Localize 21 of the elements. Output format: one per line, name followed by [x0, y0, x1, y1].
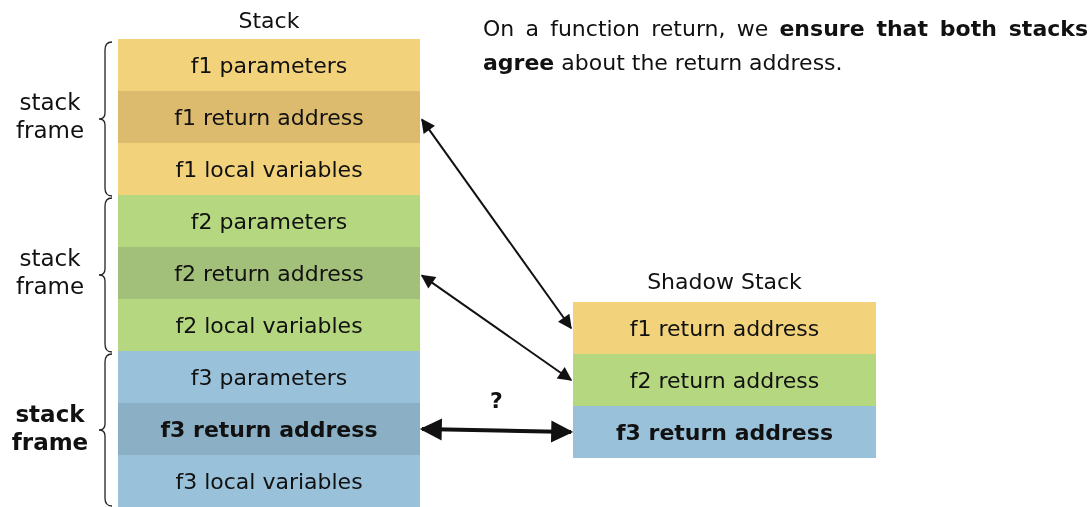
frame-label: stack frame: [10, 400, 90, 456]
stack-slot: f1 return address: [573, 302, 876, 354]
stack-slot: f1 local variables: [118, 143, 420, 195]
double-arrow: [420, 274, 573, 381]
stack-slot: f3 local variables: [118, 455, 420, 507]
stack-slot: f3 return address: [573, 406, 876, 458]
stack-slot: f3 parameters: [118, 351, 420, 403]
stack-slot: f2 local variables: [118, 299, 420, 351]
stack-slot: f1 parameters: [118, 39, 420, 91]
double-arrow: [421, 118, 572, 330]
stack-slot: f3 return address: [118, 403, 420, 455]
double-arrow: [419, 418, 574, 443]
stack-slot: f2 parameters: [118, 195, 420, 247]
frame-label: stack frame: [14, 88, 86, 144]
note-text: On a function return, we ensure that both stacks agree about the return address.: [483, 15, 1088, 77]
frame-label: stack frame: [14, 244, 86, 300]
column-heading: Shadow Stack: [646, 268, 803, 296]
column-heading: Stack: [237, 7, 301, 35]
stack-slot: f2 return address: [573, 354, 876, 406]
stack-slot: f1 return address: [118, 91, 420, 143]
stack-slot: f2 return address: [118, 247, 420, 299]
